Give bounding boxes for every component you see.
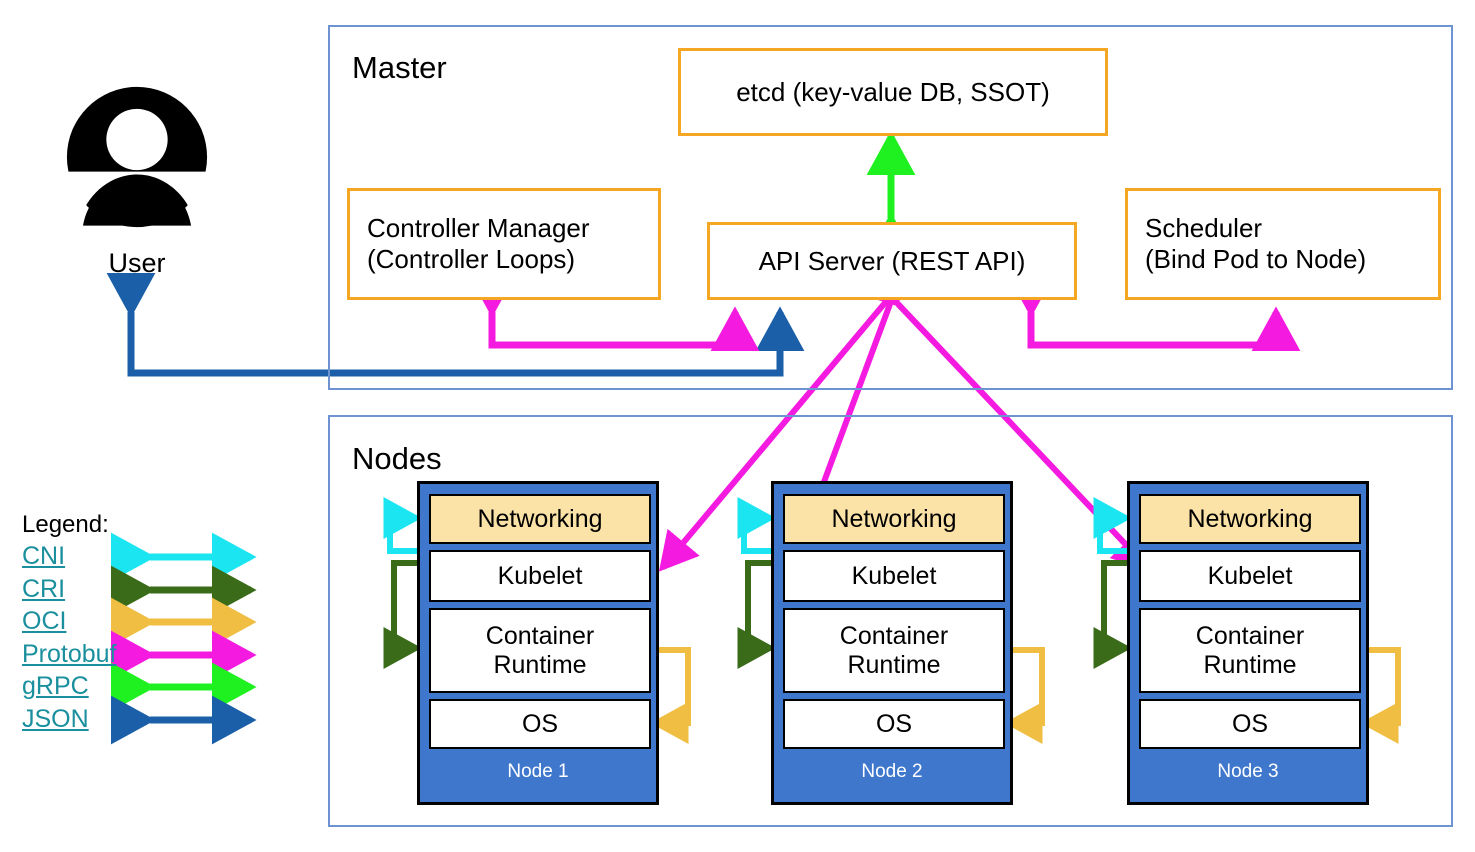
node2-kubelet-label: Kubelet [851,561,937,590]
etcd-label: etcd (key-value DB, SSOT) [736,76,1050,107]
node1-kubelet-box[interactable]: Kubelet [429,550,651,602]
legend-label-oci[interactable]: OCI [22,607,67,635]
node3-os-label: OS [1231,709,1269,738]
node1-networking-box[interactable]: Networking [429,494,651,544]
node3-label: Node 3 [1217,761,1279,782]
node3-networking-label: Networking [1187,504,1313,533]
node2-container-runtime-label-line1: Container [839,621,949,650]
nodes-panel-title: Nodes [352,441,442,476]
legend-label-grpc[interactable]: gRPC [22,672,89,700]
api-server-label: API Server (REST API) [758,245,1026,276]
node1-label: Node 1 [507,761,569,782]
master-panel-title: Master [352,50,447,85]
user-label: User [108,248,166,278]
node2-os-box[interactable]: OS [783,699,1005,749]
scheduler-label-line1: Scheduler [1145,213,1263,244]
node2-container-runtime-label-line2: Runtime [847,650,941,679]
node1-os-box[interactable]: OS [429,699,651,749]
controller-manager-label-line2: (Controller Loops) [367,244,576,274]
node-card-3[interactable]: Networking Kubelet Container Runtime OS … [1127,481,1369,805]
node3-networking-box[interactable]: Networking [1139,494,1361,544]
etcd-box[interactable]: etcd (key-value DB, SSOT) [678,48,1108,136]
node3-container-runtime-label-line1: Container [1195,621,1305,650]
node2-container-runtime-box[interactable]: Container Runtime [783,608,1005,693]
node-card-2[interactable]: Networking Kubelet Container Runtime OS … [771,481,1013,805]
master-panel [328,25,1453,390]
legend-label-json[interactable]: JSON [22,705,89,733]
legend-label-cri[interactable]: CRI [22,575,66,603]
node1-kubelet-label: Kubelet [497,561,583,590]
node3-kubelet-box[interactable]: Kubelet [1139,550,1361,602]
scheduler-label-line2: (Bind Pod to Node) [1145,244,1367,274]
node3-container-runtime-box[interactable]: Container Runtime [1139,608,1361,693]
node2-networking-box[interactable]: Networking [783,494,1005,544]
controller-manager-label-line1: Controller Manager [367,213,590,244]
node1-os-label: OS [521,709,559,738]
node-card-1[interactable]: Networking Kubelet Container Runtime OS … [417,481,659,805]
node2-kubelet-box[interactable]: Kubelet [783,550,1005,602]
legend-label-protobuf[interactable]: Protobuf [22,640,117,668]
legend-title: Legend: [22,511,109,538]
node3-os-box[interactable]: OS [1139,699,1361,749]
api-server-box[interactable]: API Server (REST API) [707,222,1077,300]
node1-container-runtime-box[interactable]: Container Runtime [429,608,651,693]
nodes-panel [328,415,1453,827]
node1-container-runtime-label-line1: Container [485,621,595,650]
scheduler-box[interactable]: Scheduler (Bind Pod to Node) [1125,188,1441,300]
node2-networking-label: Networking [831,504,957,533]
node2-os-label: OS [875,709,913,738]
node3-kubelet-label: Kubelet [1207,561,1293,590]
legend-label-cni[interactable]: CNI [22,542,66,570]
node1-networking-label: Networking [477,504,603,533]
controller-manager-box[interactable]: Controller Manager (Controller Loops) [347,188,661,300]
user-avatar-icon [64,86,210,230]
node3-container-runtime-label-line2: Runtime [1203,650,1297,679]
node1-container-runtime-label-line2: Runtime [493,650,587,679]
node2-label: Node 2 [861,761,923,782]
